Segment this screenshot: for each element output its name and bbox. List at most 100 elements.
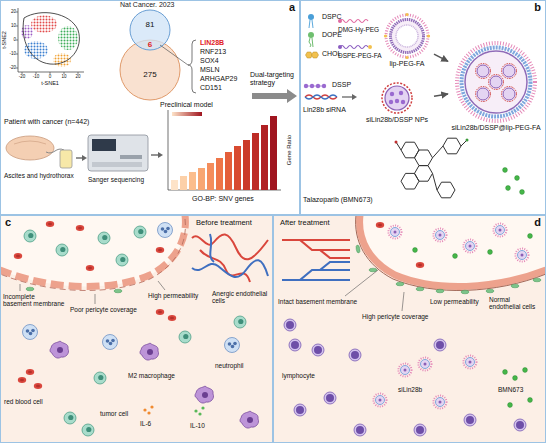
normalized-vessel-after [284,319,296,331]
text-label: GO-BP: SNV genes [192,195,254,203]
lipid-icons [308,14,314,20]
lipid-icons [312,52,319,58]
normalized-vessel-after [419,358,432,371]
tsne-plot [18,72,84,73]
tumor-vessel-before [156,247,164,253]
lipid-icons [368,45,372,49]
tumor-vessel-before [240,411,259,428]
text-label: Patient with cancer (n=442) [4,118,89,126]
liposome-particle [383,12,431,60]
normalized-vessel-after [464,240,477,253]
text-label: IL-6 [140,420,151,427]
tumor-vessel-before [114,289,122,293]
sirna-nanoparticle [399,91,403,95]
normalized-vessel-after [414,424,426,436]
particle-node: lip-PEG-FA [380,12,434,68]
text-label: 6 [148,40,152,49]
bar-chart [171,180,178,190]
venn-diagram [120,40,180,100]
normalized-vessel-after [528,234,533,239]
patient-sampling [6,136,87,168]
dual-nanoparticle [490,76,502,88]
text-label: Preclinical model [160,101,213,109]
normalized-vessel-after [416,262,424,268]
tumor-vessel-before [158,223,173,238]
lipid-icons [312,38,313,47]
patient-sampling [6,136,54,160]
venn-diagram [188,40,196,93]
normalized-vessel-after [356,245,361,254]
talazoparib-molecule [395,141,398,144]
text-label: BMN673 [498,386,523,393]
tumor-vessel-before [198,412,201,415]
normalized-vessel-after [513,376,518,381]
text-label: High permeability [148,292,198,299]
tumor-vessel-before [0,215,185,286]
text-label: 10 [61,74,66,79]
sirna-nanoparticle [395,99,399,103]
particle-label: lip-PEG-FA [389,60,424,68]
normalized-vessel-after [434,229,447,242]
normalized-vessel-after [399,364,412,377]
text-label: 0 [49,74,52,79]
patient-sampling [76,157,82,158]
normalized-vessel-after [523,368,528,373]
normalized-vessel-after [369,268,377,272]
tumor-vessel-before [50,341,69,358]
tumor-vessel-before [34,383,42,389]
text-label: siLin28b [398,386,422,393]
text-label: 20 [11,9,16,14]
dual-nanoparticle [476,64,491,79]
text-label: -10 [9,51,16,56]
tumor-vessel-before [201,406,204,409]
normalized-vessel-after [434,339,446,351]
text-label: M2 macrophage [128,372,175,379]
venn-diagram [160,45,188,65]
normalized-vessel-after [396,282,404,286]
dual-nanoparticle [489,75,504,90]
figure-panel: a [0,0,300,215]
dual-nanoparticle [462,48,531,117]
venn-diagram [130,10,170,50]
dual-nanoparticle [503,65,515,77]
normalized-vessel-after [464,414,476,426]
talazoparib-molecule [503,168,508,173]
sirna-nanoparticle [385,86,409,110]
tumor-vessel-before [23,325,38,340]
liposome-particle [391,20,424,53]
sirna-nanoparticle [389,100,393,104]
normalized-vessel-after [389,226,402,239]
sirna-nanoparticle [379,80,415,116]
text-label: DSSP [332,81,351,89]
text-label: MSLN [200,66,219,74]
text-label: Anergic endothelial cells [212,290,270,305]
text-label: Talazoparib (BMN673) [303,196,373,204]
lipid-icons [340,46,368,49]
dual-nanoparticle [454,40,538,124]
text-label: DSPE-PEG-FA [338,52,382,59]
patient-sampling [60,150,72,168]
sirna-icons [322,84,326,88]
sirna-icons [310,84,314,88]
tumor-vessel-before [134,226,146,238]
text-label: SOX4 [200,57,219,65]
lipid-icons [308,32,314,38]
bar-chart [168,110,281,190]
dual-nanoparticle [502,64,517,79]
dual-nanoparticle [477,88,489,100]
talazoparib-molecule [433,173,438,190]
normalized-vessel-after [289,339,301,351]
sirna-nanoparticle [401,100,405,104]
tumor-vessel-before [158,281,165,290]
panel-letter: a [289,1,295,13]
sirna-icons [352,94,357,100]
text-label: DMG-Hy-PEG [338,26,379,33]
text-label: -20 [19,74,26,79]
sirna-icons [304,84,308,88]
text-label: Poor pericyte coverage [70,306,137,313]
tumor-vessel-before [86,265,94,271]
bar-chart [252,133,259,190]
text-label: ARHGAP29 [200,75,237,83]
